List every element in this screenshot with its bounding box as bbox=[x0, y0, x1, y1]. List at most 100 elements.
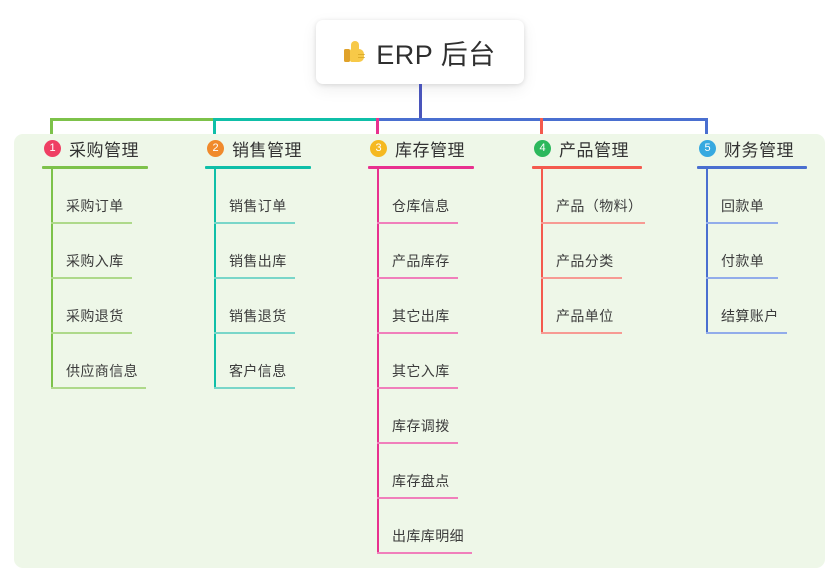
column-title-2: 销售管理 bbox=[232, 140, 302, 160]
leaf-node-rule bbox=[377, 222, 458, 224]
bus-segment-2 bbox=[213, 118, 379, 121]
leaf-node-label: 付款单 bbox=[721, 253, 765, 269]
leaf-node-rule bbox=[541, 222, 645, 224]
leaf-node-label: 产品分类 bbox=[556, 253, 614, 269]
drop-line-5 bbox=[705, 118, 708, 141]
leaf-node-label: 库存盘点 bbox=[392, 473, 450, 489]
column-title-3: 库存管理 bbox=[395, 140, 465, 160]
column-badge-3: 3 bbox=[370, 139, 387, 157]
leaf-node[interactable]: 结算账户 bbox=[697, 279, 807, 334]
leaf-node[interactable]: 产品分类 bbox=[532, 224, 642, 279]
column-title-5: 财务管理 bbox=[724, 140, 794, 160]
leaf-node-label: 结算账户 bbox=[721, 308, 779, 324]
column-title-1: 采购管理 bbox=[69, 140, 139, 160]
column-items-1: 采购订单采购入库采购退货供应商信息 bbox=[42, 169, 148, 389]
column-spine-4 bbox=[541, 169, 543, 334]
leaf-node[interactable]: 供应商信息 bbox=[42, 334, 148, 389]
leaf-node[interactable]: 回款单 bbox=[697, 169, 807, 224]
leaf-node[interactable]: 付款单 bbox=[697, 224, 807, 279]
column-title-4: 产品管理 bbox=[559, 140, 629, 160]
leaf-node-rule bbox=[377, 552, 472, 554]
leaf-node-label: 销售订单 bbox=[229, 198, 287, 214]
leaf-node[interactable]: 产品库存 bbox=[368, 224, 474, 279]
column-items-2: 销售订单销售出库销售退货客户信息 bbox=[205, 169, 311, 389]
column-header-rule-5 bbox=[697, 166, 807, 169]
leaf-node[interactable]: 其它出库 bbox=[368, 279, 474, 334]
leaf-node[interactable]: 其它入库 bbox=[368, 334, 474, 389]
root-node-card[interactable]: ERP 后台 bbox=[316, 20, 524, 84]
trunk-line bbox=[419, 84, 422, 121]
leaf-node[interactable]: 销售退货 bbox=[205, 279, 311, 334]
leaf-node[interactable]: 采购入库 bbox=[42, 224, 148, 279]
leaf-node-rule bbox=[377, 387, 458, 389]
column-badge-1: 1 bbox=[44, 139, 61, 157]
column-items-4: 产品（物料） 产品分类产品单位 bbox=[532, 169, 645, 334]
leaf-node-label: 回款单 bbox=[721, 198, 765, 214]
column-items-5: 回款单付款单结算账户 bbox=[697, 169, 807, 334]
leaf-node[interactable]: 采购退货 bbox=[42, 279, 148, 334]
leaf-node-rule bbox=[214, 332, 295, 334]
leaf-node-label: 采购订单 bbox=[66, 198, 124, 214]
leaf-node-rule bbox=[377, 277, 458, 279]
leaf-node-label: 其它入库 bbox=[392, 363, 450, 379]
leaf-node[interactable]: 出库库明细 bbox=[368, 499, 474, 554]
column-header-3[interactable]: 3 库存管理 bbox=[368, 134, 474, 162]
column-header-1[interactable]: 1 采购管理 bbox=[42, 134, 148, 162]
leaf-node[interactable]: 销售出库 bbox=[205, 224, 311, 279]
root-node-title: ERP 后台 bbox=[376, 39, 496, 70]
leaf-node-label: 供应商信息 bbox=[66, 363, 138, 379]
column-header-rule-1 bbox=[42, 166, 148, 169]
drop-line-3 bbox=[376, 118, 379, 141]
leaf-node[interactable]: 库存调拨 bbox=[368, 389, 474, 444]
column-items-3: 仓库信息产品库存其它出库其它入库库存调拨库存盘点出库库明细 bbox=[368, 169, 474, 554]
leaf-node[interactable]: 采购订单 bbox=[42, 169, 148, 224]
thumbs-up-icon bbox=[344, 41, 366, 63]
leaf-node-rule bbox=[214, 222, 295, 224]
leaf-node[interactable]: 仓库信息 bbox=[368, 169, 474, 224]
column-badge-4: 4 bbox=[534, 139, 551, 157]
column-header-5[interactable]: 5 财务管理 bbox=[697, 134, 807, 162]
leaf-node-rule bbox=[377, 332, 458, 334]
leaf-node-rule bbox=[706, 332, 787, 334]
leaf-node-rule bbox=[706, 222, 778, 224]
diagram-panel: 1 采购管理采购订单采购入库采购退货供应商信息 2 销售管理销售订单销售出库销售退货客… bbox=[14, 134, 825, 568]
leaf-node-rule bbox=[541, 332, 622, 334]
column-header-rule-4 bbox=[532, 166, 642, 169]
column-header-rule-3 bbox=[368, 166, 474, 169]
leaf-node-rule bbox=[541, 277, 622, 279]
column-1: 1 采购管理采购订单采购入库采购退货供应商信息 bbox=[42, 134, 148, 389]
leaf-node-label: 采购退货 bbox=[66, 308, 124, 324]
leaf-node[interactable]: 产品（物料） bbox=[532, 169, 645, 224]
column-spine-1 bbox=[51, 169, 53, 389]
column-header-2[interactable]: 2 销售管理 bbox=[205, 134, 311, 162]
column-3: 3 库存管理仓库信息产品库存其它出库其它入库库存调拨库存盘点出库库明细 bbox=[368, 134, 474, 554]
leaf-node-label: 采购入库 bbox=[66, 253, 124, 269]
leaf-node[interactable]: 销售订单 bbox=[205, 169, 311, 224]
leaf-node-rule bbox=[214, 277, 295, 279]
leaf-node-rule bbox=[51, 222, 132, 224]
column-spine-2 bbox=[214, 169, 216, 389]
leaf-node-rule bbox=[51, 277, 132, 279]
drop-line-2 bbox=[213, 118, 216, 141]
leaf-node[interactable]: 产品单位 bbox=[532, 279, 642, 334]
leaf-node[interactable]: 库存盘点 bbox=[368, 444, 474, 499]
bus-segment-4 bbox=[540, 118, 708, 121]
leaf-node-rule bbox=[377, 442, 458, 444]
leaf-node-label: 库存调拨 bbox=[392, 418, 450, 434]
column-badge-2: 2 bbox=[207, 139, 224, 157]
column-header-rule-2 bbox=[205, 166, 311, 169]
drop-line-4 bbox=[540, 118, 543, 141]
leaf-node-rule bbox=[214, 387, 295, 389]
leaf-node-label: 产品库存 bbox=[392, 253, 450, 269]
bus-segment-1 bbox=[50, 118, 216, 121]
leaf-node-rule bbox=[51, 387, 146, 389]
column-badge-5: 5 bbox=[699, 139, 716, 157]
drop-line-1 bbox=[50, 118, 53, 141]
leaf-node-label: 产品（物料） bbox=[556, 198, 643, 214]
column-spine-3 bbox=[377, 169, 379, 554]
column-5: 5 财务管理回款单付款单结算账户 bbox=[697, 134, 807, 334]
leaf-node-label: 销售退货 bbox=[229, 308, 287, 324]
leaf-node[interactable]: 客户信息 bbox=[205, 334, 311, 389]
column-4: 4 产品管理产品（物料） 产品分类产品单位 bbox=[532, 134, 645, 334]
column-header-4[interactable]: 4 产品管理 bbox=[532, 134, 642, 162]
